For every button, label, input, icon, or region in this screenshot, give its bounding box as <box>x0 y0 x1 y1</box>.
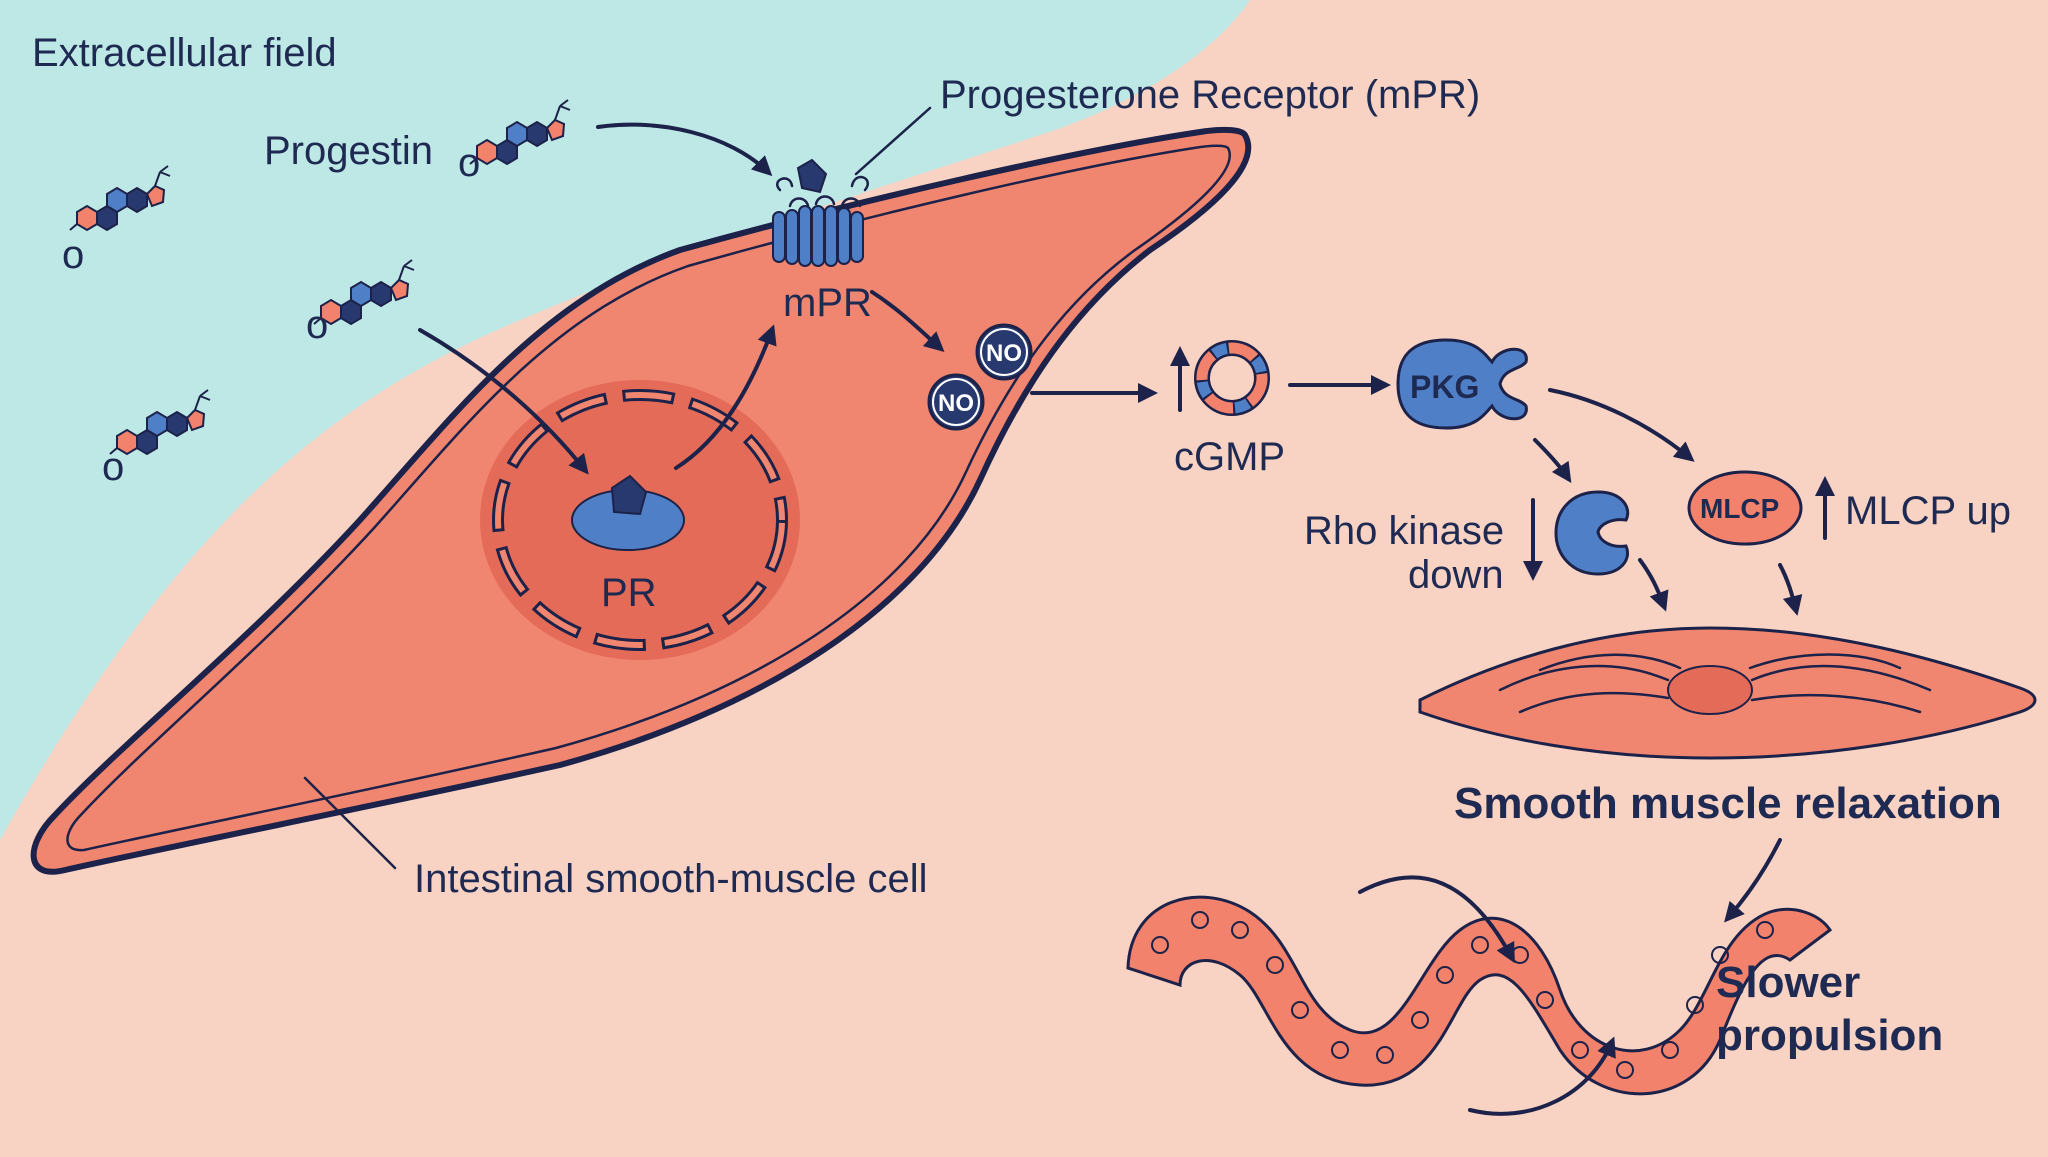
arrow-progestin-to-pr <box>418 328 589 475</box>
relaxation-label: Smooth muscle relaxation <box>1454 779 2002 828</box>
carbonyl-oxygen-label: o <box>306 303 328 347</box>
membrane-receptor-icon <box>772 158 869 267</box>
intestine-wall-icon <box>1126 895 1833 1096</box>
arrow-progestin-to-mpr <box>596 122 773 177</box>
mpr-label: mPR <box>783 281 872 325</box>
rho-kinase-icon <box>1554 490 1630 576</box>
cgmp-ring-icon <box>1194 340 1270 416</box>
mlcp-enzyme-icon <box>1687 470 1803 546</box>
rho-kinase-label: Rho kinase <box>1304 509 1504 553</box>
receptor-title: Progesterone Receptor (mPR) <box>940 73 1480 117</box>
mlcp-label: MLCP <box>1700 493 1779 524</box>
mlcp-up-label: MLCP up <box>1845 489 2011 533</box>
carbonyl-oxygen-label: o <box>62 233 84 277</box>
receptor-leader-line <box>854 106 932 176</box>
arrow-pkg-to-rho <box>1533 438 1572 483</box>
no-molecule: NO <box>927 373 985 431</box>
arrow-pkg-to-mlcp <box>1548 388 1695 462</box>
pkg-label: PKG <box>1410 369 1479 405</box>
peristalsis-arrow <box>1358 875 1515 964</box>
svg-text:NO: NO <box>986 340 1022 367</box>
progestin-label: Progestin <box>264 129 433 173</box>
pr-label: PR <box>601 571 657 615</box>
nuclear-receptor-icon <box>571 474 685 551</box>
arrow-rho-to-relaxation <box>1638 558 1669 612</box>
cgmp-label: cGMP <box>1174 435 1285 479</box>
slower-label: Slower <box>1716 958 1860 1007</box>
arrow-relaxation-to-propulsion <box>1724 838 1782 923</box>
extracellular-label: Extracellular field <box>32 31 337 75</box>
carbonyl-oxygen-label: o <box>458 141 480 185</box>
relaxed-muscle-cell-icon <box>1418 626 2037 760</box>
no-molecule: NO <box>975 323 1033 381</box>
cell-leader-line <box>303 776 397 870</box>
rho-kinase-down-label: down <box>1408 553 1504 597</box>
arrow-pr-to-mpr <box>674 324 777 470</box>
extracellular-region <box>0 0 1250 840</box>
carbonyl-oxygen-label: o <box>102 445 124 489</box>
cell-label: Intestinal smooth-muscle cell <box>414 857 928 901</box>
arrow-mpr-to-no <box>870 290 945 353</box>
arrow-mlcp-to-relaxation <box>1778 563 1803 616</box>
peristalsis-arrow <box>1468 1036 1616 1116</box>
propulsion-label: propulsion <box>1716 1011 1943 1060</box>
pkg-enzyme-icon <box>1396 338 1528 430</box>
svg-text:NO: NO <box>938 390 974 417</box>
